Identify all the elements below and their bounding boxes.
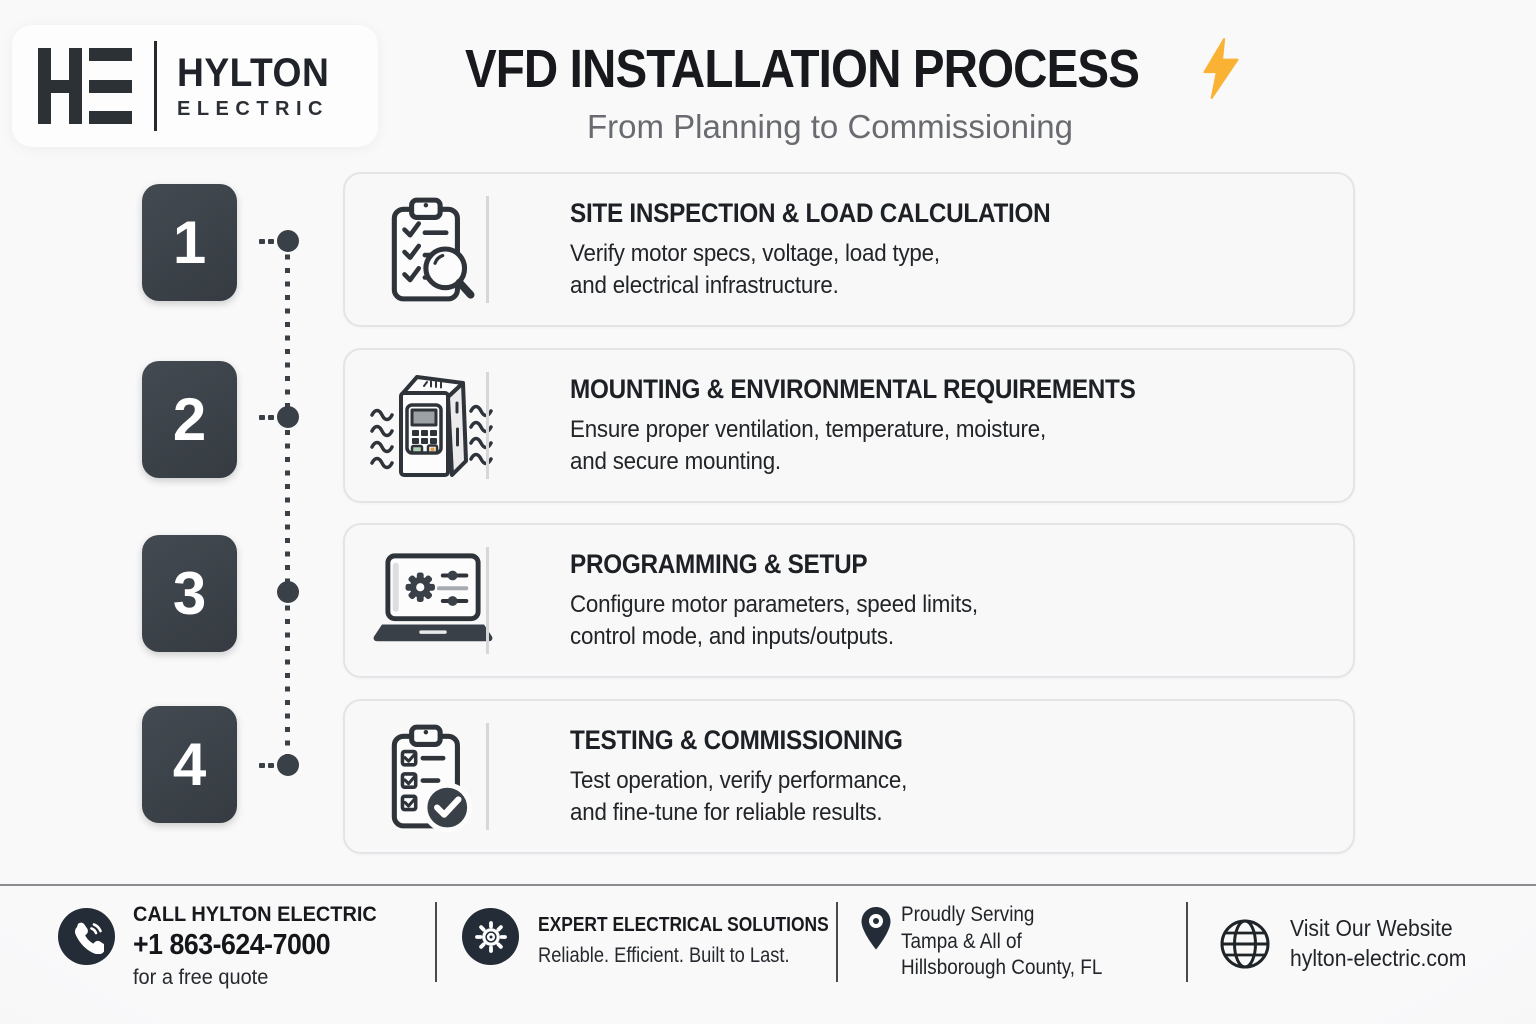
he-monogram-icon xyxy=(38,48,132,124)
website-section: Visit Our Website hylton-electric.com xyxy=(1290,913,1482,973)
step-number-box-4: 4 xyxy=(142,706,237,823)
logo-subname: ELECTRIC xyxy=(177,97,329,120)
step-description: Test operation, verify performance, and … xyxy=(570,766,908,826)
phone-icon xyxy=(58,908,115,965)
footer-vertical-divider xyxy=(1186,902,1188,982)
step-number-box-1: 1 xyxy=(142,184,237,301)
phone-number: +1 863-624-7000 xyxy=(133,929,331,961)
step-title: PROGRAMMING & SETUP xyxy=(570,548,868,579)
timeline-dash xyxy=(259,414,265,420)
location-pin-icon xyxy=(858,905,894,970)
card-divider xyxy=(486,723,489,830)
vfd-drive-ventilation-icon xyxy=(367,350,499,501)
footer-vertical-divider xyxy=(836,902,838,982)
timeline-dash xyxy=(268,238,274,244)
serving-section: Proudly Serving Tampa & All of Hillsboro… xyxy=(901,903,1103,979)
card-divider xyxy=(486,196,489,303)
timeline-dot xyxy=(277,230,299,252)
laptop-settings-icon xyxy=(367,525,499,676)
logo-name: HYLTON xyxy=(177,50,330,95)
solutions-heading: EXPERT ELECTRICAL SOLUTIONS xyxy=(538,914,829,936)
step-description: Ensure proper ventilation, temperature, … xyxy=(570,415,1046,475)
logo-text: HYLTON ELECTRIC xyxy=(177,52,341,121)
page-subtitle: From Planning to Commissioning xyxy=(586,108,1074,145)
website-heading: Visit Our Website xyxy=(1290,915,1453,941)
step-card-2: MOUNTING & ENVIRONMENTAL REQUIREMENTS En… xyxy=(343,348,1355,503)
lightning-bolt-icon xyxy=(1203,38,1239,99)
clipboard-magnifier-icon xyxy=(367,174,499,325)
timeline-dot xyxy=(277,754,299,776)
step-card-4: TESTING & COMMISSIONING Test operation, … xyxy=(343,699,1355,854)
logo-divider xyxy=(154,41,157,131)
website-url: hylton-electric.com xyxy=(1290,945,1467,971)
timeline-dot xyxy=(277,406,299,428)
step-description: Verify motor specs, voltage, load type, … xyxy=(570,239,940,299)
page-title: VFD INSTALLATION PROCESS xyxy=(464,39,1140,99)
card-divider xyxy=(486,372,489,479)
step-number: 3 xyxy=(172,560,207,627)
step-title: MOUNTING & ENVIRONMENTAL REQUIREMENTS xyxy=(570,373,1136,404)
header: VFD INSTALLATION PROCESS From Planning t… xyxy=(390,36,1270,146)
call-section: CALL HYLTON ELECTRIC +1 863-624-7000 for… xyxy=(133,902,390,992)
gear-icon xyxy=(462,908,519,965)
timeline-dash xyxy=(268,762,274,768)
step-number: 1 xyxy=(172,209,207,276)
footer-vertical-divider xyxy=(435,902,437,982)
call-heading: CALL HYLTON ELECTRIC xyxy=(133,903,377,926)
logo: HYLTON ELECTRIC xyxy=(12,25,378,147)
step-title: TESTING & COMMISSIONING xyxy=(570,724,903,755)
step-number-box-2: 2 xyxy=(142,361,237,478)
step-title: SITE INSPECTION & LOAD CALCULATION xyxy=(570,197,1051,228)
timeline-dotted-line xyxy=(285,241,290,765)
step-card-1: SITE INSPECTION & LOAD CALCULATION Verif… xyxy=(343,172,1355,327)
step-number: 4 xyxy=(172,731,207,798)
timeline-dash xyxy=(268,414,274,420)
clipboard-check-icon xyxy=(367,701,499,852)
timeline-dot xyxy=(277,581,299,603)
solutions-section: EXPERT ELECTRICAL SOLUTIONS Reliable. Ef… xyxy=(538,912,872,971)
step-description: Configure motor parameters, speed limits… xyxy=(570,590,978,650)
call-subtext: for a free quote xyxy=(133,966,269,989)
step-card-3: PROGRAMMING & SETUP Configure motor para… xyxy=(343,523,1355,678)
timeline-dash xyxy=(259,238,265,244)
globe-icon xyxy=(1218,917,1272,976)
card-divider xyxy=(486,547,489,654)
timeline-dash xyxy=(259,762,265,768)
solutions-subtext: Reliable. Efficient. Built to Last. xyxy=(538,944,790,967)
footer-divider-line xyxy=(0,884,1536,886)
step-number-box-3: 3 xyxy=(142,535,237,652)
step-number: 2 xyxy=(172,386,207,453)
